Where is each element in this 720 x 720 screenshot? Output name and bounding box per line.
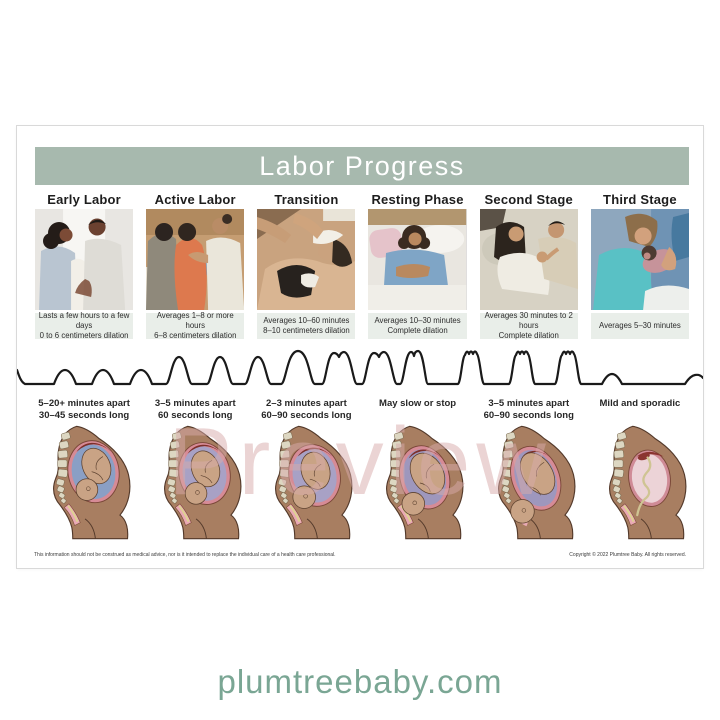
contraction-wave-graph: [17, 349, 703, 386]
disclaimer-text: This information should not be construed…: [34, 552, 336, 558]
anatomy-row: [35, 422, 689, 544]
caption-early-labor: Lasts a few hours to a few days 0 to 6 c…: [35, 311, 134, 340]
photo-third-stage: [590, 209, 689, 310]
stage-titles-row: Early Labor Active Labor Transition Rest…: [35, 192, 689, 210]
stage-photos-row: [35, 209, 689, 310]
anatomy-illustration-transition: [257, 422, 355, 544]
photo-resting-phase: [368, 209, 467, 310]
stage-title-active-labor: Active Labor: [154, 192, 236, 207]
copyright-text: Copyright © 2022 Plumtree Baby. All righ…: [569, 552, 686, 558]
anatomy-illustration-early-labor: [35, 422, 133, 544]
caption-resting-phase: Averages 10–30 minutes Complete dilation: [368, 313, 467, 339]
caption-third-stage: Averages 5–30 minutes: [590, 313, 689, 339]
website-url: plumtreebaby.com: [217, 663, 503, 700]
anatomy-illustration-second-stage: [480, 422, 578, 544]
poster-title: Labor Progress: [259, 150, 465, 181]
photo-transition: [257, 209, 356, 310]
stage-title-third-stage: Third Stage: [603, 192, 677, 207]
contraction-label-third-stage: Mild and sporadic: [599, 398, 681, 409]
stage-captions-row: Lasts a few hours to a few days 0 to 6 c…: [35, 311, 689, 341]
labor-progress-poster: Labor Progress Early Labor Active Labor …: [17, 126, 703, 568]
poster-title-band: Labor Progress: [35, 147, 689, 185]
caption-active-labor: Averages 1–8 or more hours 6–8 centimete…: [146, 311, 245, 340]
caption-transition: Averages 10–60 minutes 8–10 centimeters …: [257, 313, 356, 339]
photo-active-labor: [146, 209, 245, 310]
caption-second-stage: Averages 30 minutes to 2 hours Complete …: [479, 311, 578, 340]
contraction-label-resting-phase: May slow or stop: [379, 398, 457, 409]
anatomy-illustration-active-labor: [146, 422, 244, 544]
stage-title-transition: Transition: [274, 192, 339, 207]
photo-early-labor: [35, 209, 134, 310]
anatomy-illustration-resting-phase: [368, 422, 466, 544]
stage-title-second-stage: Second Stage: [484, 192, 573, 207]
stage-title-resting-phase: Resting Phase: [371, 192, 464, 207]
fine-print: This information should not be construed…: [34, 552, 686, 558]
photo-second-stage: [479, 209, 578, 310]
stage-title-early-labor: Early Labor: [47, 192, 121, 207]
anatomy-illustration-third-stage: [591, 422, 689, 544]
